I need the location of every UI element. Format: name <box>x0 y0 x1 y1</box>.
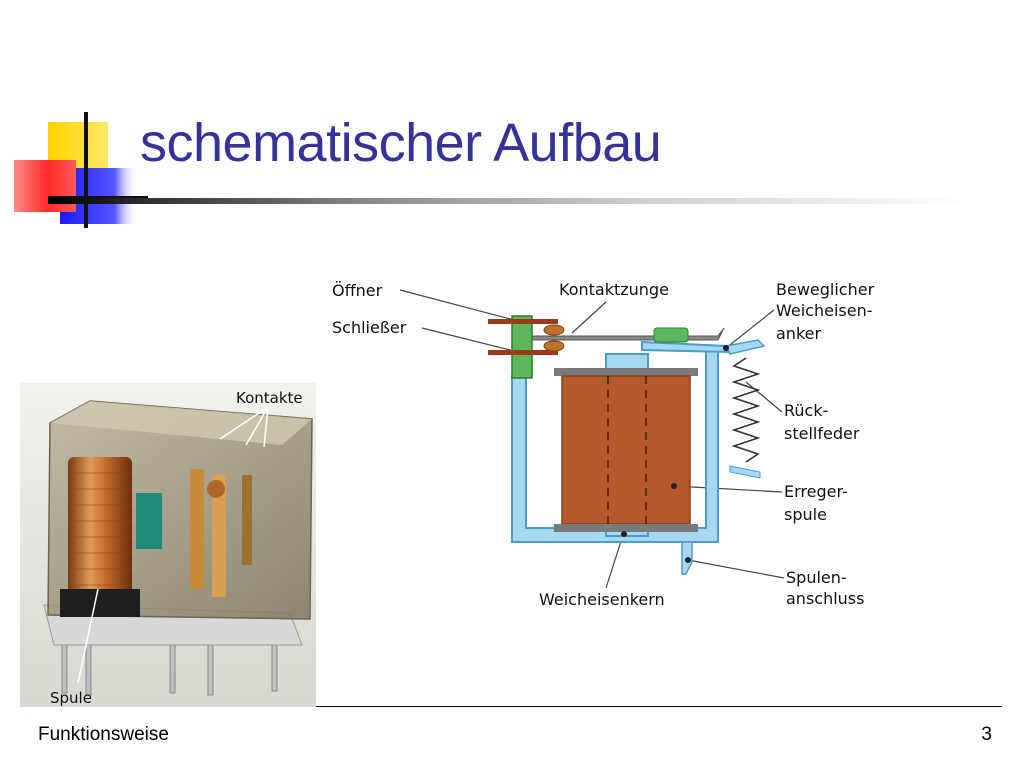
photo-armature <box>136 493 162 549</box>
green-actuator <box>653 327 689 343</box>
photo-contacts <box>190 469 252 597</box>
page-number: 3 <box>981 724 992 745</box>
relay-photo: Kontakte Spule <box>20 383 316 707</box>
vertical-black-line <box>84 112 88 228</box>
spring-bracket <box>729 465 761 479</box>
title-underline <box>48 198 968 204</box>
footer-rule <box>316 706 1002 707</box>
coil-flange-bottom <box>554 524 698 532</box>
photo-label-kontakte: Kontakte <box>236 389 303 407</box>
label-feder-line2: stellfeder <box>784 424 860 443</box>
anschluss-dot <box>685 557 691 563</box>
schematic-leader-lines <box>399 289 785 589</box>
coil-flange-top <box>554 368 698 376</box>
relay-housing-top <box>50 401 312 445</box>
armature-hook <box>724 339 766 355</box>
rueckstellfeder <box>731 357 761 463</box>
red-square <box>14 160 76 212</box>
label-schliesser: Schließer <box>332 318 407 337</box>
decorative-corner-squares <box>14 112 148 228</box>
photo-label-spule: Spule <box>50 689 92 707</box>
weicheisenanker <box>641 340 730 354</box>
photo-coil <box>68 457 132 597</box>
label-kontaktzunge: Kontaktzunge <box>559 280 669 299</box>
schliesser-contact-strip <box>488 350 558 355</box>
footer-section-title: Funktionsweise <box>38 724 169 745</box>
label-anker-line2: Weicheisen- <box>776 301 873 320</box>
relay-schematic: Öffner Schließer Kontaktzunge Bewegliche… <box>332 280 875 609</box>
core-dot <box>621 531 627 537</box>
oeffner-contact-strip <box>488 319 558 324</box>
photo-coil-windings <box>68 472 132 586</box>
photo-coil-base <box>60 589 140 617</box>
core-dashed-lines <box>607 376 647 524</box>
contact-block <box>511 315 533 379</box>
label-anker-line3: anker <box>776 324 821 343</box>
label-kern: Weicheisenkern <box>539 590 665 609</box>
coil-dot <box>671 483 677 489</box>
label-spule-line1: Erreger- <box>784 482 848 501</box>
label-anker-line1: Beweglicher <box>776 280 875 299</box>
anker-dot <box>723 345 729 351</box>
label-anschluss-line1: Spulen- <box>786 568 847 587</box>
label-feder-line1: Rück- <box>784 401 828 420</box>
label-spule-line2: spule <box>784 505 827 524</box>
slide-title: schematischer Aufbau <box>140 113 662 173</box>
label-oeffner: Öffner <box>332 281 383 300</box>
label-anschluss-line2: anschluss <box>786 589 864 608</box>
photo-label-pointers <box>77 406 269 684</box>
erregerspule <box>561 375 691 525</box>
contact-points <box>543 324 565 352</box>
